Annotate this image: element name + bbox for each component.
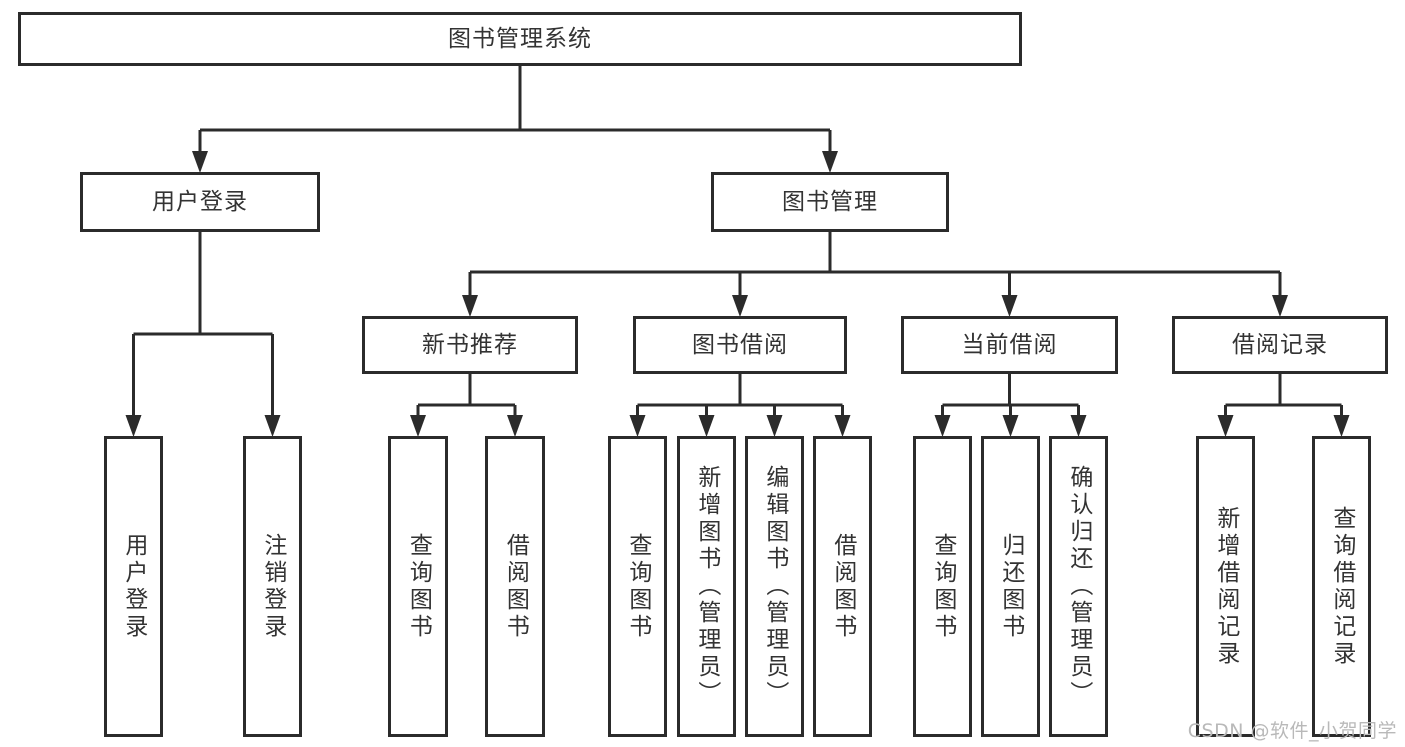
node-label: 编辑图书（管理员） [761,465,788,708]
watermark: CSDN @软件_小贺同学 [1187,720,1397,742]
node-borrow-record[interactable]: 借阅记录 [1172,316,1388,374]
node-label: 新书推荐 [422,331,518,358]
node-label: 借阅记录 [1232,331,1328,358]
node-label: 查询图书 [929,532,956,641]
node-leaf-edit-book-admin[interactable]: 编辑图书（管理员） [745,436,804,737]
node-label: 注销登录 [259,532,286,641]
node-book-manage[interactable]: 图书管理 [711,172,949,232]
node-label: 归还图书 [997,532,1024,641]
node-leaf-confirm-return-admin[interactable]: 确认归还（管理员） [1049,436,1108,737]
node-leaf-query-book-borrow[interactable]: 查询图书 [608,436,667,737]
node-leaf-query-book-current[interactable]: 查询图书 [913,436,972,737]
node-current-borrow[interactable]: 当前借阅 [901,316,1118,374]
node-label: 查询图书 [405,532,432,641]
node-label: 确认归还（管理员） [1065,465,1092,708]
node-label: 查询图书 [624,532,651,641]
node-root[interactable]: 图书管理系统 [18,12,1022,66]
node-leaf-query-borrow-record[interactable]: 查询借阅记录 [1312,436,1371,737]
node-leaf-add-book-admin[interactable]: 新增图书（管理员） [677,436,736,737]
node-book-borrow[interactable]: 图书借阅 [633,316,847,374]
node-label: 图书管理系统 [448,25,592,52]
node-label: 图书借阅 [692,331,788,358]
node-label: 图书管理 [782,188,878,215]
node-label: 用户登录 [152,188,248,215]
node-label: 查询借阅记录 [1328,505,1355,668]
node-label: 新增借阅记录 [1212,505,1239,668]
node-leaf-user-logout[interactable]: 注销登录 [243,436,302,737]
node-leaf-return-book[interactable]: 归还图书 [981,436,1040,737]
node-leaf-user-login[interactable]: 用户登录 [104,436,163,737]
node-label: 用户登录 [120,532,147,641]
node-user-login[interactable]: 用户登录 [80,172,320,232]
node-leaf-query-book-recommend[interactable]: 查询图书 [388,436,448,737]
node-label: 借阅图书 [829,532,856,641]
node-leaf-add-borrow-record[interactable]: 新增借阅记录 [1196,436,1255,737]
node-label: 新增图书（管理员） [693,465,720,708]
node-leaf-borrow-book[interactable]: 借阅图书 [813,436,872,737]
node-label: 借阅图书 [502,532,529,641]
node-new-book-recommend[interactable]: 新书推荐 [362,316,578,374]
node-label: 当前借阅 [961,331,1058,358]
node-leaf-borrow-book-recommend[interactable]: 借阅图书 [485,436,545,737]
